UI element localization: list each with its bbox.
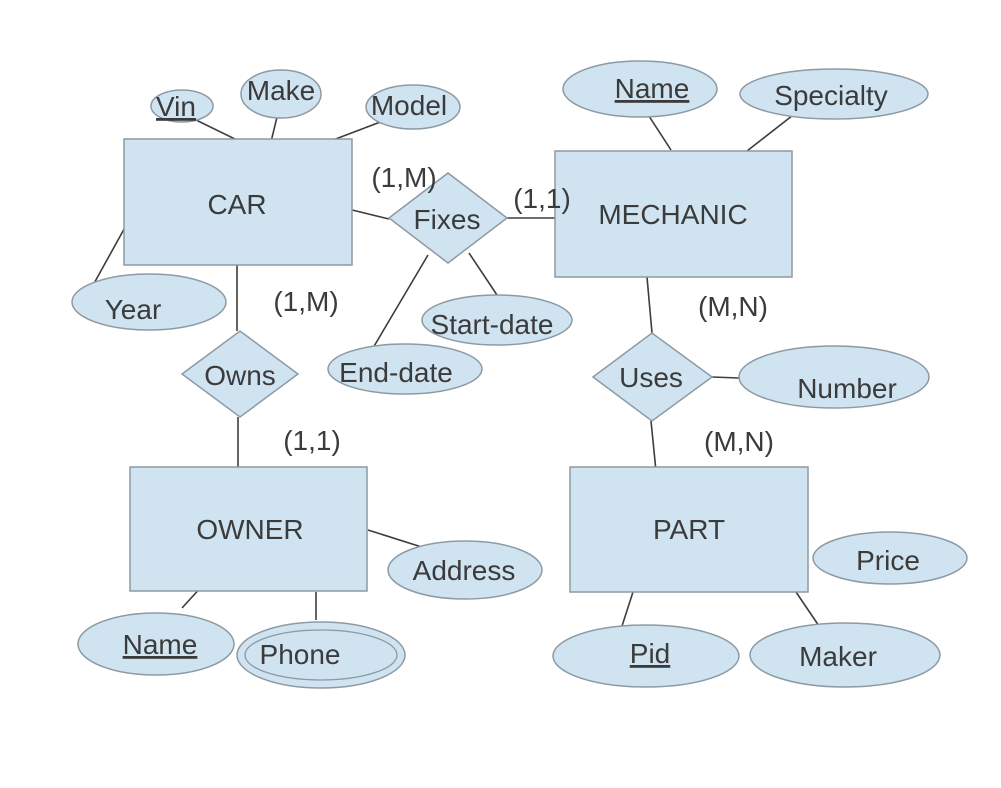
attribute-pid-label: Pid <box>630 638 670 669</box>
attribute-phone: Phone <box>236 621 406 689</box>
entity-mechanic-box <box>554 150 793 278</box>
attribute-start-date-ellipse <box>421 294 573 346</box>
edge-fixes-end-date <box>372 254 429 349</box>
entity-mechanic-label: MECHANIC <box>598 199 747 230</box>
attribute-price-label: Price <box>856 545 920 576</box>
attribute-address: Address <box>387 540 543 600</box>
attribute-make: Make <box>240 69 322 119</box>
attribute-model-label: Model <box>371 90 447 121</box>
attribute-mechanic-name: Name <box>562 60 718 118</box>
attribute-vin: Vin <box>150 89 214 123</box>
edge-car-year <box>91 221 129 288</box>
entity-mechanic: MECHANIC <box>554 150 793 278</box>
edge-mechanic-uses <box>646 276 653 334</box>
attribute-pid-ellipse <box>552 624 740 688</box>
edge-name-mechanic <box>646 112 672 151</box>
attribute-year-label: Year <box>105 294 162 325</box>
attribute-vin-ellipse <box>150 89 214 123</box>
entity-owner: OWNER <box>129 466 368 592</box>
attribute-phone-inner-ellipse <box>244 629 398 681</box>
attribute-number-ellipse <box>738 345 930 409</box>
edge-part-pid <box>621 591 634 627</box>
edge-fixes-start-date <box>468 252 498 296</box>
relationship-owns-label: Owns <box>204 360 276 391</box>
entity-car: CAR <box>123 138 353 266</box>
connector-lines <box>91 111 820 627</box>
attribute-maker: Maker <box>749 622 941 688</box>
relationship-uses: Uses <box>591 332 714 422</box>
attribute-mechanic-name-ellipse <box>562 60 718 118</box>
edge-uses-number <box>711 376 740 379</box>
edge-model-car <box>332 120 384 141</box>
edge-specialty-mechanic <box>746 111 798 152</box>
attribute-pid: Pid <box>552 624 740 688</box>
attribute-number: Number <box>738 345 930 409</box>
cardinality-owns-owner: (1,1) <box>283 425 341 456</box>
attribute-address-label: Address <box>413 555 516 586</box>
attribute-maker-label: Maker <box>799 641 877 672</box>
attribute-specialty-label: Specialty <box>774 80 888 111</box>
attribute-make-label: Make <box>247 75 315 106</box>
attribute-price-ellipse <box>812 531 968 585</box>
relationship-uses-diamond <box>591 332 714 422</box>
entity-part-box <box>569 466 809 593</box>
relationship-owns-diamond <box>180 330 300 418</box>
entity-owner-label: OWNER <box>196 514 303 545</box>
attribute-owner-name: Name <box>77 612 235 676</box>
relationship-fixes-label: Fixes <box>414 204 481 235</box>
attribute-model-ellipse <box>365 84 461 130</box>
attribute-price: Price <box>812 531 968 585</box>
attribute-phone-outer-ellipse <box>236 621 406 689</box>
attribute-end-date-ellipse <box>327 343 483 395</box>
relationship-uses-label: Uses <box>619 362 683 393</box>
attribute-number-label: Number <box>797 373 897 404</box>
attribute-maker-ellipse <box>749 622 941 688</box>
edge-owner-address <box>367 529 429 550</box>
cardinality-uses-part: (M,N) <box>704 426 774 457</box>
cardinality-labels: (1,M) (1,1) (1,M) (1,1) (M,N) (M,N) <box>273 162 774 457</box>
edge-vin-car <box>193 118 240 142</box>
cardinality-fixes-mechanic: (1,1) <box>513 183 571 214</box>
attribute-year-ellipse <box>71 273 227 331</box>
cardinality-car-owns: (1,M) <box>273 286 338 317</box>
attribute-phone-label: Phone <box>260 639 341 670</box>
attribute-start-date: Start-date <box>421 294 573 346</box>
attribute-end-date-label: End-date <box>339 357 453 388</box>
cardinality-mechanic-uses: (M,N) <box>698 291 768 322</box>
attribute-end-date: End-date <box>327 343 483 395</box>
entity-part: PART <box>569 466 809 593</box>
entity-car-box <box>123 138 353 266</box>
attribute-specialty-ellipse <box>739 68 929 120</box>
attribute-specialty: Specialty <box>739 68 929 120</box>
relationship-owns: Owns <box>180 330 300 418</box>
attribute-vin-label: Vin <box>156 91 196 122</box>
entity-car-label: CAR <box>207 189 266 220</box>
attribute-start-date-label: Start-date <box>431 309 554 340</box>
edge-part-maker <box>795 591 820 627</box>
entity-owner-box <box>129 466 368 592</box>
attribute-make-ellipse <box>240 69 322 119</box>
attribute-year: Year <box>71 273 227 331</box>
attribute-owner-name-ellipse <box>77 612 235 676</box>
attribute-address-ellipse <box>387 540 543 600</box>
edge-uses-part <box>650 420 657 472</box>
relationship-fixes-diamond <box>387 172 509 264</box>
attribute-owner-name-label: Name <box>123 629 198 660</box>
attribute-mechanic-name-label: Name <box>615 73 690 104</box>
relationship-fixes: Fixes <box>387 172 509 264</box>
attribute-model: Model <box>365 84 461 130</box>
cardinality-car-fixes: (1,M) <box>371 162 436 193</box>
entity-part-label: PART <box>653 514 725 545</box>
